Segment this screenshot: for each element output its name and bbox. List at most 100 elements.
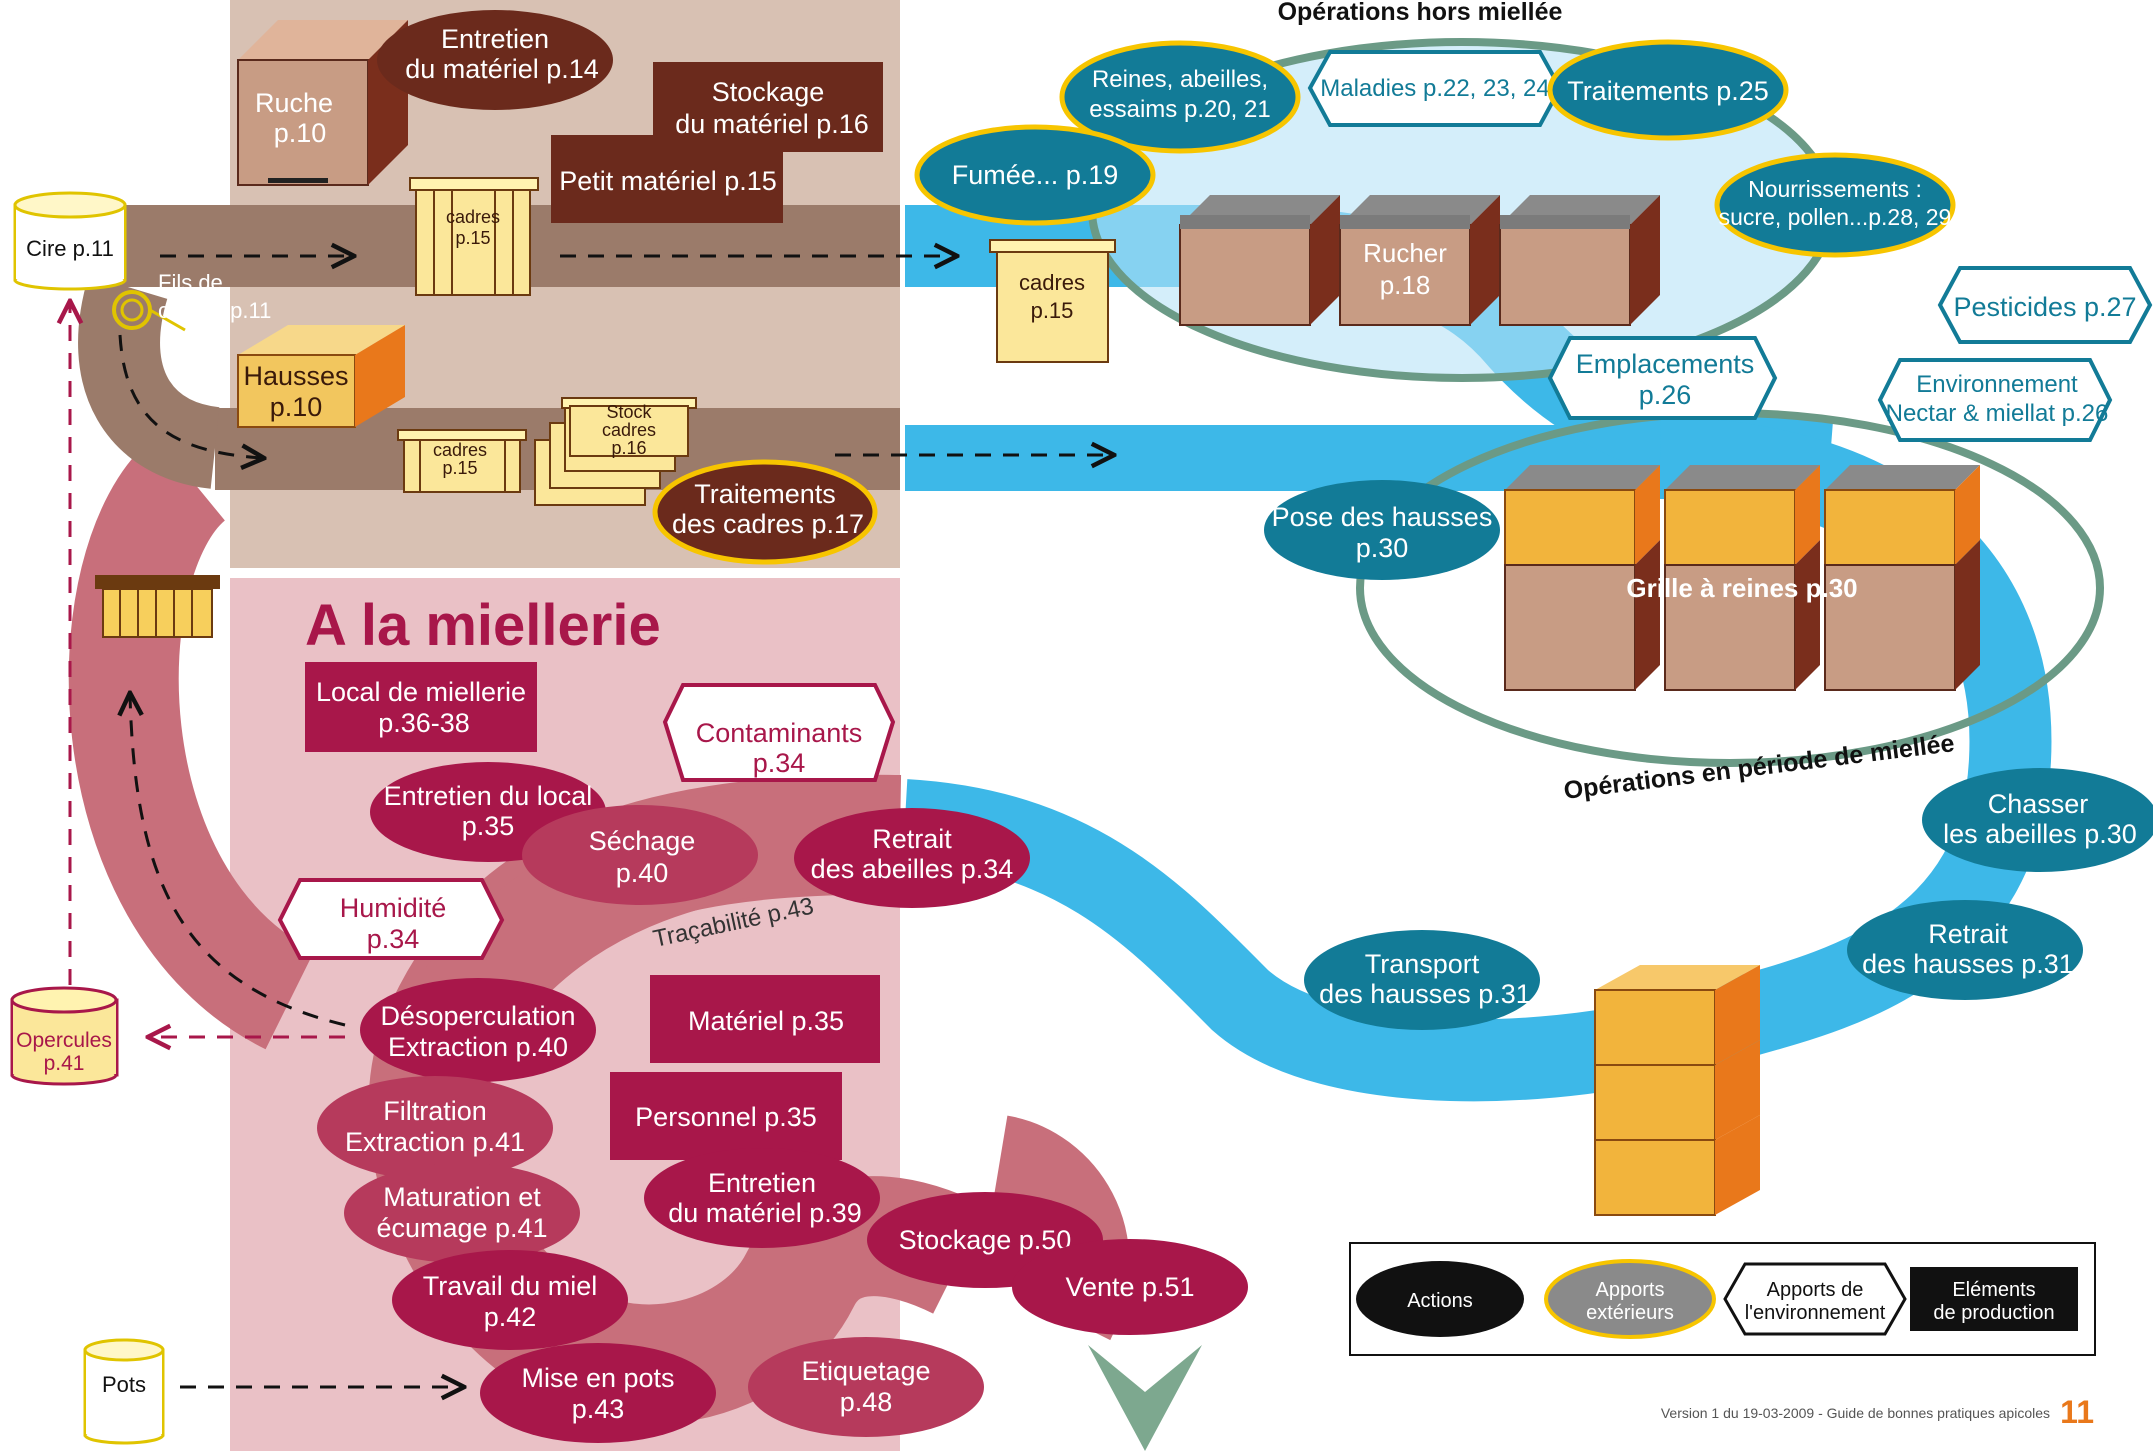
- grille-reines-label: Grille à reines p.30: [1626, 573, 1857, 603]
- rucher-label-line2: p.18: [1380, 270, 1431, 300]
- opercules-line1: Opercules: [16, 1029, 112, 1052]
- retrait-hausses-node: [1847, 900, 2083, 1000]
- humidite-line1: Humidité: [340, 893, 447, 923]
- local-miellerie-node: [305, 662, 537, 752]
- pose-hausses-line2: p.30: [1356, 533, 1409, 563]
- entretien-materiel-14-node: [377, 10, 613, 110]
- retrait-hausses-line1: Retrait: [1928, 919, 2008, 949]
- desoperculation-line1: Désoperculation: [380, 1001, 575, 1031]
- travail-miel-node: [392, 1250, 628, 1350]
- fumee-label: Fumée... p.19: [952, 160, 1119, 190]
- legend-actions-swatch: [1356, 1261, 1524, 1337]
- chasser-line1: Chasser: [1988, 789, 2089, 819]
- output-arrow-icon: [1088, 1345, 1202, 1451]
- apiary-cadres-label: cadres p.15: [1019, 270, 1085, 323]
- title-periode-miellee: Opérations en période de miellée: [1562, 729, 1956, 805]
- stock-cadres-line3: p.16: [611, 438, 646, 458]
- cadres-2-line1: cadres: [433, 440, 487, 460]
- nourrissements-line1: Nourrissements :: [1748, 176, 1922, 202]
- stock-cadres-line1: Stock: [606, 402, 652, 422]
- desoperculation-line2: Extraction p.40: [388, 1032, 568, 1062]
- transport-hausses-line2: des hausses p.31: [1319, 979, 1531, 1009]
- filtration-line1: Filtration: [383, 1096, 487, 1126]
- opercules-label: Opercules p.41: [16, 1029, 112, 1075]
- opercules-line2: p.41: [44, 1052, 85, 1075]
- vente-label: Vente p.51: [1065, 1272, 1194, 1302]
- legend-elements-line2: de production: [1933, 1302, 2054, 1324]
- apiary-cadres-line2: p.15: [1031, 298, 1074, 323]
- stacked-supers: [1594, 965, 1760, 1216]
- stockage-label: Stockage p.50: [899, 1225, 1072, 1255]
- hausses-label-line1: Hausses: [243, 361, 348, 391]
- travail-miel-line2: p.42: [484, 1302, 537, 1332]
- title-hors-miellee: Opérations hors miellée: [1278, 0, 1563, 26]
- mise-en-pots-node: [480, 1343, 716, 1443]
- sechage-line1: Séchage: [589, 826, 696, 856]
- petit-materiel-label: Petit matériel p.15: [559, 166, 777, 196]
- cire-cylinder: [13, 191, 127, 291]
- maladies-node: [1307, 50, 1563, 127]
- chasser-line2: les abeilles p.30: [1943, 819, 2137, 849]
- hausses-label-line2: p.10: [270, 392, 323, 422]
- crate-icon: [95, 575, 220, 638]
- footer-text: Version 1 du 19-03-2009 - Guide de bonne…: [1661, 1405, 2050, 1421]
- legend: Actions Apports extérieurs Apports de l'…: [1349, 1242, 2096, 1356]
- pose-hausses-node: [1264, 480, 1500, 580]
- entretien-local-line1: Entretien du local: [384, 781, 593, 811]
- sechage-line2: p.40: [616, 858, 669, 888]
- materiel-node: [650, 975, 880, 1063]
- local-miellerie-line1: Local de miellerie: [316, 677, 526, 707]
- legend-apports-ext-line1: Apports: [1596, 1279, 1665, 1301]
- maladies-label: Maladies p.22, 23, 24: [1320, 75, 1550, 102]
- stockage-materiel-line1: Stockage: [712, 77, 825, 107]
- maturation-line2: écumage p.41: [376, 1213, 547, 1243]
- cadres-frame-1: [409, 177, 539, 296]
- legend-actions-label: Actions: [1407, 1290, 1473, 1312]
- environnement-line2: Nectar & miellat p.26: [1886, 400, 2109, 427]
- etiquetage-line2: p.48: [840, 1387, 893, 1417]
- materiel-label: Matériel p.35: [688, 1006, 844, 1036]
- entretien-materiel-39-line2: du matériel p.39: [668, 1198, 862, 1228]
- transport-hausses-line1: Transport: [1365, 949, 1480, 979]
- reines-node: [1059, 40, 1301, 154]
- personnel-node: [610, 1072, 842, 1160]
- chasser-node: [1922, 768, 2153, 872]
- maturation-node: [344, 1163, 580, 1263]
- mise-en-pots-line1: Mise en pots: [521, 1363, 674, 1393]
- apiary-cadres-line1: cadres: [1019, 270, 1085, 295]
- opercules-cylinder: [10, 986, 119, 1086]
- pose-hausses-line1: Pose des hausses: [1272, 502, 1493, 532]
- stock-cadres-label: Stock cadres p.16: [602, 402, 656, 458]
- cire-label: Cire p.11: [26, 236, 114, 261]
- page-number: 11: [2060, 1394, 2094, 1430]
- entretien-materiel-14-line2: du matériel p.14: [405, 54, 599, 84]
- maturation-line1: Maturation et: [383, 1182, 541, 1212]
- waste-arrows: [70, 303, 345, 1037]
- cadres-2-label: cadres p.15: [433, 440, 487, 478]
- environnement-node: [1877, 358, 2113, 442]
- petit-materiel-node: [551, 135, 783, 223]
- legend-apports-env-swatch: [1723, 1262, 1907, 1336]
- etiquetage-line1: Etiquetage: [801, 1356, 930, 1386]
- legend-apports-ext-line2: extérieurs: [1586, 1302, 1674, 1324]
- sechage-node: [522, 805, 758, 905]
- filtration-line2: Extraction p.41: [345, 1127, 525, 1157]
- reines-line1: Reines, abeilles,: [1092, 66, 1268, 93]
- contaminants-line2: p.34: [753, 748, 806, 778]
- apiary-cadres-box: [989, 239, 1116, 363]
- traitements-node: [1547, 39, 1789, 141]
- reines-line2: essaims p.20, 21: [1089, 96, 1270, 123]
- mise-en-pots-line2: p.43: [572, 1394, 625, 1424]
- desoperculation-node: [360, 978, 596, 1082]
- cadres-1-label: cadres p.15: [446, 207, 500, 248]
- travail-miel-line1: Travail du miel: [423, 1271, 598, 1301]
- humidite-node: [277, 878, 505, 960]
- entretien-materiel-14-line1: Entretien: [441, 24, 549, 54]
- pesticides-label: Pesticides p.27: [1953, 292, 2136, 322]
- legend-elements-line1: Eléments: [1952, 1279, 2035, 1301]
- local-miellerie-line2: p.36-38: [378, 708, 470, 738]
- humidite-line2: p.34: [367, 924, 420, 954]
- stock-cadres-stack: [534, 397, 697, 506]
- contaminants-line1: Contaminants: [696, 718, 863, 748]
